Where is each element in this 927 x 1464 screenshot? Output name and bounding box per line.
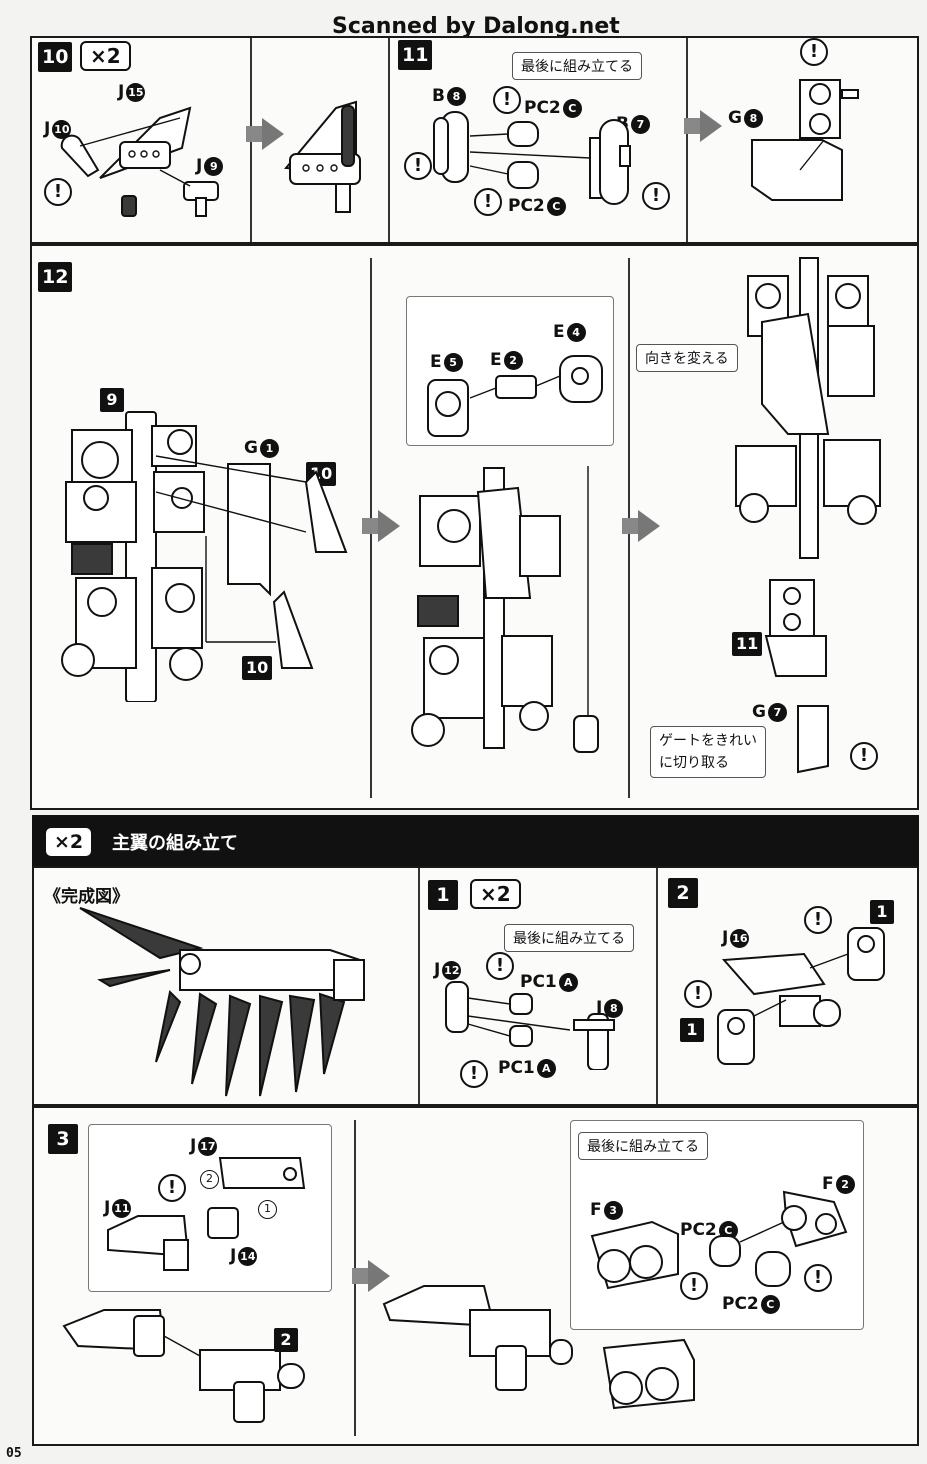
flow-arrow <box>622 510 660 542</box>
flow-arrow <box>352 1260 390 1292</box>
caution-icon: ! <box>684 980 712 1008</box>
caution-icon: ! <box>158 1174 186 1202</box>
wing-step-1-number: 1 <box>428 880 458 910</box>
wing-step-2-diagram <box>717 927 885 1065</box>
wing-step-3-assembly <box>62 1309 305 1423</box>
caution-icon: ! <box>474 188 502 216</box>
section-header: ×2 主翼の組み立て <box>32 815 919 867</box>
step-10-diagram <box>60 106 219 217</box>
watermark: Scanned by Dalong.net <box>332 14 620 39</box>
ref-step-2: 2 <box>274 1328 298 1352</box>
step-10-multiplier: ×2 <box>80 41 131 71</box>
caution-icon: ! <box>493 86 521 114</box>
caution-icon: ! <box>804 906 832 934</box>
order-2-marker: 2 <box>200 1170 219 1189</box>
completed-wing-figure <box>79 907 365 1097</box>
caution-icon: ! <box>460 1060 488 1088</box>
wing-step-3-number: 3 <box>48 1124 78 1154</box>
step-11-number: 11 <box>398 40 433 70</box>
caution-icon: ! <box>486 952 514 980</box>
ref-step-11: 11 <box>732 632 763 656</box>
step-12-result-diagram <box>735 257 881 559</box>
caution-icon: ! <box>800 38 828 66</box>
caution-icon: ! <box>680 1272 708 1300</box>
step-11-result <box>751 79 859 201</box>
callout-assemble-last: 最後に組み立てる <box>504 924 634 952</box>
step-12-mid-diagram <box>411 466 599 753</box>
flow-arrow <box>362 510 400 542</box>
completed-figure-label: 《完成図》 <box>44 887 129 907</box>
caution-icon: ! <box>44 178 72 206</box>
wing-step-3-f-parts <box>590 1190 848 1290</box>
step-12-lower-part <box>764 579 827 677</box>
section-title: 主翼の組み立て <box>112 833 238 854</box>
ref-step-10-bottom: 10 <box>242 656 273 680</box>
callout-assemble-last: 最後に組み立てる <box>578 1132 708 1160</box>
wing-step-3-sub-diagram <box>107 1157 306 1271</box>
caution-icon: ! <box>850 742 878 770</box>
wing-step-2-number: 2 <box>668 878 698 908</box>
step-12-body-diagram <box>61 411 348 702</box>
callout-assemble-last: 最後に組み立てる <box>512 52 642 80</box>
subassembly-parts <box>427 355 603 437</box>
step-10-number: 10 <box>38 42 73 72</box>
section-multiplier: ×2 <box>46 828 92 856</box>
flow-arrow <box>246 118 284 150</box>
caution-icon: ! <box>642 182 670 210</box>
order-1-marker: 1 <box>258 1200 277 1219</box>
callout-cut-gate: ゲートをきれい に切り取る <box>650 726 766 778</box>
part-g7-drawing <box>797 705 829 774</box>
ref-step-1-left: 1 <box>680 1018 704 1042</box>
ref-step-9: 9 <box>100 388 124 412</box>
step-11-diagram <box>433 111 631 205</box>
flow-arrow <box>684 110 722 142</box>
caution-icon: ! <box>804 1264 832 1292</box>
callout-change-direction: 向きを変える <box>636 344 738 372</box>
step-12-number: 12 <box>38 262 73 292</box>
step-10-result <box>283 100 361 213</box>
wing-step-3-final <box>382 1285 695 1410</box>
page-number: 05 <box>6 1446 22 1461</box>
wing-step-1-diagram <box>445 981 615 1070</box>
ref-step-1-right: 1 <box>870 900 894 924</box>
wing-step-1-multiplier: ×2 <box>470 879 521 909</box>
caution-icon: ! <box>404 152 432 180</box>
